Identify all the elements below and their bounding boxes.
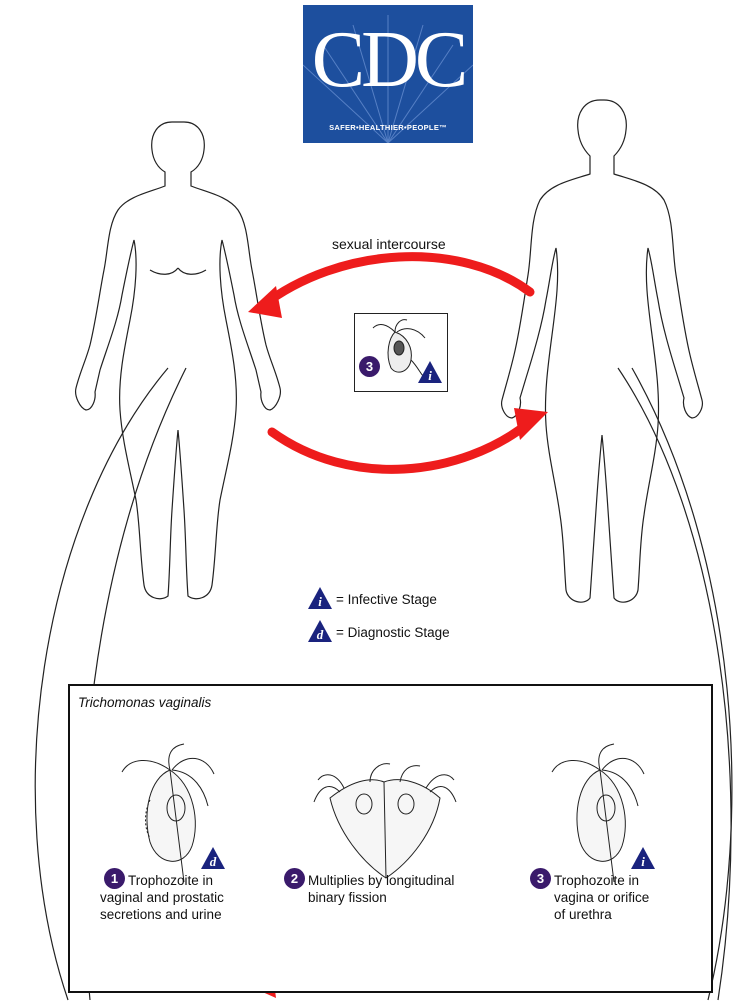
step-2-number: 2 (284, 868, 305, 889)
infective-stage-badge: i (417, 360, 443, 384)
red-arrow-top (262, 257, 530, 306)
dividing-trophozoite-icon (310, 742, 460, 882)
diagnostic-stage-badge: d (200, 846, 226, 870)
step-3-line1: Trophozoite in (554, 872, 639, 889)
infective-stage-badge: i (630, 846, 656, 870)
transmission-inset: 3 i (354, 313, 448, 392)
male-figure-icon (502, 100, 703, 602)
step-1-line2: vaginal and prostatic (100, 889, 224, 906)
step-1-number: 1 (104, 868, 125, 889)
lifecycle-box: Trichomonas vaginalis d (68, 684, 713, 993)
legend-infective-text: = Infective Stage (336, 591, 437, 608)
svg-text:i: i (318, 594, 322, 609)
step-3-number: 3 (530, 868, 551, 889)
transmission-label: sexual intercourse (332, 236, 446, 253)
legend-diagnostic-badge: d (307, 619, 333, 643)
step-1-line1: Trophozoite in (128, 872, 213, 889)
step-1-line3: secretions and urine (100, 906, 222, 923)
step-2-line2: binary fission (308, 889, 387, 906)
red-arrow-bottom (272, 422, 530, 469)
organism-name: Trichomonas vaginalis (78, 694, 211, 711)
female-figure-icon (76, 122, 281, 599)
step-3-line3: of urethra (554, 906, 612, 923)
step-3-line2: vagina or orifice (554, 889, 649, 906)
inset-badge-text: i (428, 368, 432, 383)
legend-infective-badge: i (307, 586, 333, 610)
step-2-line1: Multiplies by longitudinal (308, 872, 454, 889)
svg-text:d: d (210, 854, 217, 869)
red-arrowhead-top (248, 286, 282, 318)
svg-text:i: i (641, 854, 645, 869)
inset-step-number: 3 (359, 356, 380, 377)
legend-diagnostic-text: = Diagnostic Stage (336, 624, 450, 641)
svg-text:d: d (317, 627, 324, 642)
